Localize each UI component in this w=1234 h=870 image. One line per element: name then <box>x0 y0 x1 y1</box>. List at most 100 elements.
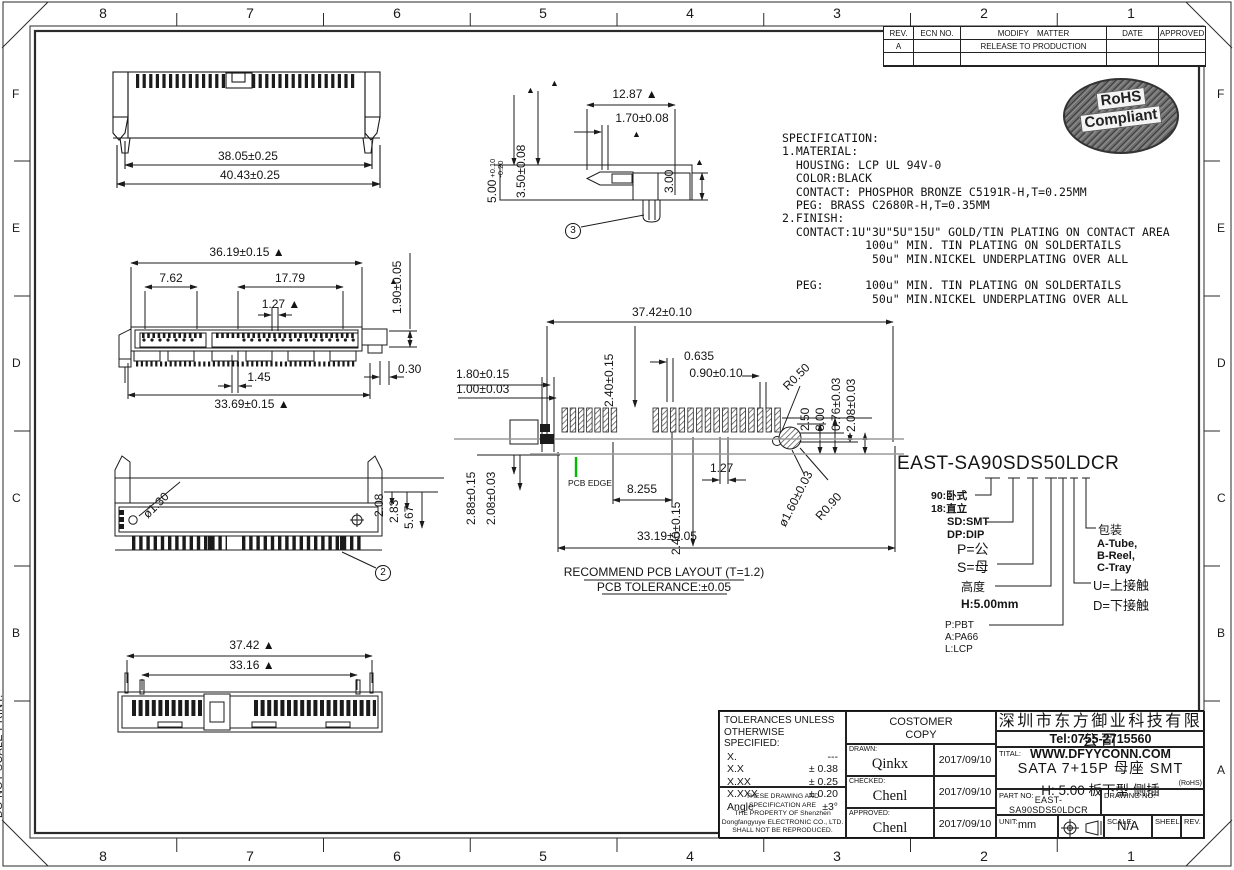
dim-pcb-250: 2.50 <box>798 407 812 431</box>
rev-cell-empty <box>1107 40 1159 53</box>
dim-rear-208: 2.08 <box>372 493 386 517</box>
scale-box: SCALE: N/A <box>1104 815 1152 839</box>
dim-pcb-180: 1.80±0.15 <box>456 367 510 381</box>
view-rear-connector: ø1.30 2.08 2.83 5.67 2 <box>92 448 454 600</box>
dim-top-total-width: 36.19±0.15 ▲ <box>209 245 285 259</box>
pcb-tolerance-note: PCB TOLERANCE:±0.05 <box>596 580 732 594</box>
dim-side-height-tolerance: +0.10-0.20 <box>488 158 505 178</box>
rev-header-date: DATE <box>1107 27 1159 40</box>
balloon-callout-3: 3 <box>565 223 581 239</box>
pcb-edge-label: PCB EDGE <box>568 478 612 488</box>
legend-90: 90:卧式 <box>931 490 968 502</box>
third-angle-projection-icon <box>1061 819 1102 837</box>
grid-row-label: A <box>1217 763 1226 777</box>
view-side-profile: ▲ ▲ 5.00+0.10-0.20 3.50±0.08 12.87 ▲ 1.7… <box>485 75 720 247</box>
property-note-line: Dongfangyuye ELECTRONIC CO., LTD. <box>721 818 844 826</box>
legend-pack-reel: B-Reel, <box>1097 550 1135 562</box>
checked-date: 2017/09/10 <box>934 776 996 808</box>
rev-cell-empty <box>961 53 1107 66</box>
dim-pcb-208b: 2.08±0.03 <box>484 471 498 525</box>
rev-header-matter: MODIFY MATTER <box>961 27 1107 40</box>
unit-label: UNIT: <box>999 817 1018 826</box>
spec-line: SPECIFICATION: <box>782 131 879 145</box>
drawn-name: Qinkx <box>871 756 909 772</box>
legend-sd-smt: SD:SMT <box>947 516 990 528</box>
legend-material-pa66: A:PA66 <box>945 632 979 643</box>
critical-dim-marker: ▲ <box>526 85 535 95</box>
dim-pcb-208a: 2.08±0.03 <box>844 378 858 432</box>
do-not-scale-note: DO NOT SCALE PRINT. <box>0 694 5 818</box>
spec-line <box>782 266 1170 279</box>
dim-top-pitch: 1.27 ▲ <box>261 297 301 311</box>
dim-pcb-127: 1.27 <box>710 461 734 475</box>
rev-cell-rev: A <box>884 40 914 53</box>
dim-side-height-value: 5.00 <box>485 179 499 203</box>
pcb-layout-linework <box>454 319 904 595</box>
spec-line: 50u" MIN.NICKEL UNDERPLATING OVER ALL <box>782 251 1129 266</box>
grid-col-label: 5 <box>539 5 547 21</box>
grid-col-label: 3 <box>833 5 841 21</box>
rev-cell-empty <box>914 40 961 53</box>
view-bottom-connector: 37.42 ▲ 33.16 ▲ <box>100 628 410 746</box>
legend-p-male: P=公 <box>957 541 989 557</box>
dim-pcb-288: 2.88±0.15 <box>464 471 478 525</box>
pcb-layout-note: RECOMMEND PCB LAYOUT (T=1.2) <box>563 565 765 579</box>
rev-header-approved: APPROVED <box>1159 27 1205 40</box>
tol-label: X.X <box>727 763 744 775</box>
legend-pack-tube: A-Tube, <box>1097 538 1138 550</box>
rev-cell-empty <box>1107 53 1159 66</box>
grid-row-label: D <box>1217 356 1226 370</box>
drawn-date: 2017/09/10 <box>934 744 996 776</box>
dim-top-segment-7: 7.62 <box>159 271 183 285</box>
grid-col-label: 4 <box>686 5 694 21</box>
dim-pcb-row-offset: 2.40±0.15 <box>602 353 616 407</box>
legend-18: 18:直立 <box>931 503 968 515</box>
legend-packaging: 包装 <box>1098 523 1123 537</box>
rear-view-linework <box>114 455 444 569</box>
legend-dp-dip: DP:DIP <box>947 529 985 541</box>
dim-pcb-100: 1.00±0.03 <box>456 382 510 396</box>
title-label: TITAL: <box>999 749 1021 758</box>
dim-pcb-pad-width: 0.90±0.10 <box>689 366 743 380</box>
dim-bottom-outer: 37.42 ▲ <box>229 638 275 652</box>
revision-table: REV. ECN NO. MODIFY MATTER DATE APPROVED… <box>883 26 1206 67</box>
grid-row-label: E <box>1217 221 1226 235</box>
grid-col-label: 4 <box>686 848 694 864</box>
part-number-code: EAST-SA90SDS50LDCR <box>897 453 1120 474</box>
dim-rear-567: 5.67 <box>402 505 416 529</box>
spec-line: CONTACT:1U"3U"5U"15U" GOLD/TIN PLATING O… <box>782 224 1170 239</box>
customer-copy-line: COSTOMER <box>889 716 953 728</box>
rev-header-rev: REV. <box>884 27 914 40</box>
unit-value: mm <box>1017 819 1037 831</box>
view-pcb-layout: 37.42±0.10 2.40±0.15 1.80±0.15 1.00±0.03… <box>452 302 912 598</box>
approved-box: APPROVED: Chenl <box>846 808 934 839</box>
grid-col-label: 1 <box>1127 5 1135 21</box>
dim-pcb-span: 33.19±0.05 <box>637 529 697 543</box>
critical-dim-marker: ▲ <box>695 157 704 167</box>
checked-label: CHECKED: <box>849 778 886 785</box>
property-note-line: THESE DRAWING AND SPECIFICATION ARE <box>745 793 819 809</box>
drawn-box: DRAWN: Qinkx <box>846 744 934 776</box>
checked-box: CHECKED: Chenl <box>846 776 934 808</box>
rev-cell-empty <box>1159 40 1205 53</box>
dim-side-width: 12.87 ▲ <box>612 87 658 101</box>
dim-top-segment-15: 17.79 <box>274 271 306 285</box>
rev-cell-empty <box>884 53 914 66</box>
tol-value: ± 0.25 <box>808 775 838 788</box>
customer-copy-line: COPY <box>905 729 937 741</box>
legend-pack-tray: C-Tray <box>1097 562 1132 574</box>
critical-dim-marker: ▲ <box>389 276 398 286</box>
approved-label: APPROVED: <box>849 810 890 817</box>
rev-header-ecn: ECN NO. <box>914 27 961 40</box>
sheet-box: SHEEL: <box>1152 815 1182 839</box>
grid-col-label: 8 <box>99 5 107 21</box>
grid-row-label: E <box>12 221 21 235</box>
dim-side-350: 3.50±0.08 <box>514 144 528 198</box>
grid-col-label: 5 <box>539 848 547 864</box>
side-view-linework <box>494 91 708 228</box>
company-name: 深圳市东方御业科技有限公司 <box>996 711 1205 750</box>
tol-label: X.XX <box>727 775 751 788</box>
